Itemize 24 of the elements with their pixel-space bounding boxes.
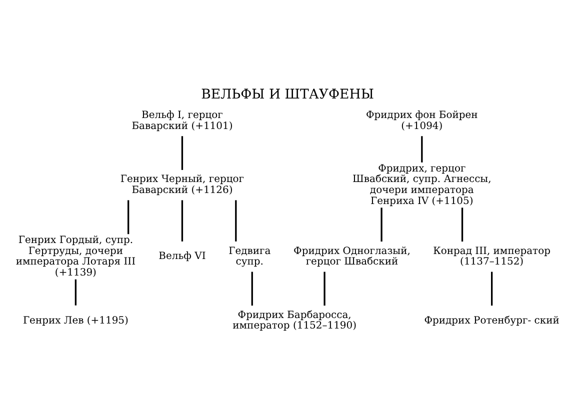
connector [251, 271, 253, 306]
connector [235, 200, 237, 241]
node-text: Вельф I, герцог Баварский (+1101) [132, 110, 233, 132]
node-text: Генрих Лев (+1195) [22, 314, 128, 326]
node-text: Вельф VI [158, 250, 206, 262]
node-text: Фридрих Одноглазый, герцог Швабский [294, 245, 410, 268]
connector [380, 207, 382, 242]
connector [461, 207, 464, 242]
connector [421, 136, 423, 162]
node-text: Генрих Черный, герцог Баварский (+1126) [120, 174, 244, 196]
connector [490, 271, 493, 306]
node-text: Генрих Гордый, супр. Гертруды, дочери императора Лотаря III (+1139) [16, 234, 136, 278]
connector [181, 200, 184, 241]
diagram-title: ВЕЛЬФЫ И ШТАУФЕНЫ [201, 86, 374, 102]
connector [181, 136, 184, 170]
connector [324, 271, 326, 306]
node-text: Фридрих фон Бойрен (+1094) [366, 110, 478, 132]
node-text: Гедвига супр. [228, 245, 271, 268]
node-text: Фридрих, герцог Швабский, супр. Агнессы, дочери императора Генриха IV (+1105) [352, 162, 492, 206]
connector [74, 278, 77, 305]
node-text: Конрад III, император (1137–1152) [433, 245, 550, 268]
connector [128, 200, 130, 234]
node-text: Фридрих Барбаросса, император (1152–1190) [232, 309, 356, 332]
node-text: Фридрих Ротенбург- ский [424, 314, 560, 326]
